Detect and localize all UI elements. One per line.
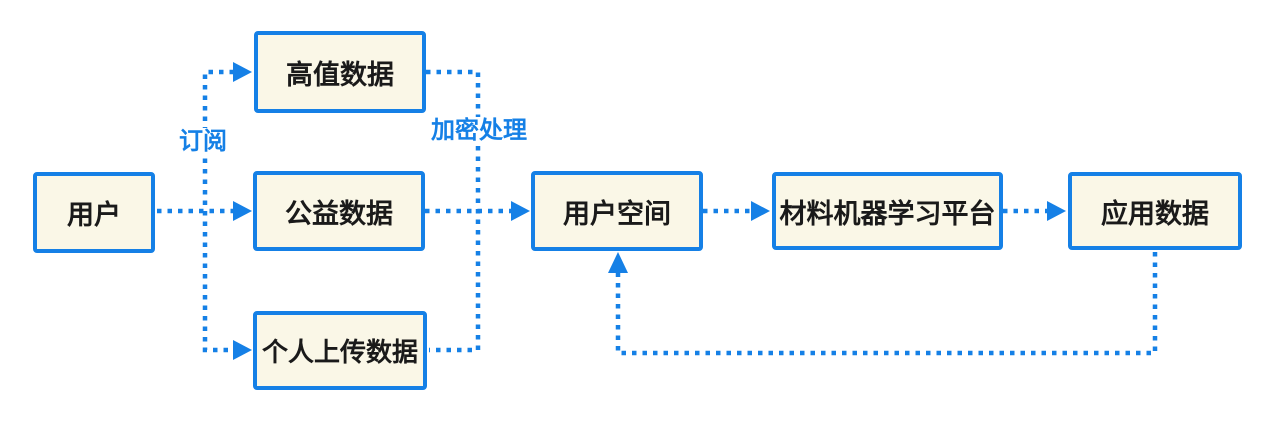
edge-label-encryption: 加密处理 (428, 117, 530, 143)
node-user-space: 用户空间 (531, 171, 703, 251)
edge-label-subscribe: 订阅 (176, 128, 230, 154)
arrowhead-into-ml-platform (751, 201, 770, 221)
edge-app-data-feedback (615, 252, 1158, 356)
node-application-data: 应用数据 (1068, 172, 1242, 250)
arrowhead-into-user-space (511, 201, 530, 221)
node-ml-platform: 材料机器学习平台 (772, 172, 1003, 250)
node-high-value-data: 高值数据 (254, 31, 426, 113)
arrowhead-into-high-value-data (233, 62, 252, 82)
node-personal-upload-data: 个人上传数据 (253, 311, 427, 390)
edge-user-branch-line (202, 69, 234, 353)
arrowhead-into-personal-data (233, 340, 252, 360)
arrowhead-into-app-data (1047, 201, 1066, 221)
arrowhead-feedback-into-user-space (608, 252, 628, 273)
node-public-welfare-data: 公益数据 (253, 171, 425, 251)
arrowhead-into-public-data (233, 201, 252, 221)
node-user: 用户 (33, 172, 155, 253)
